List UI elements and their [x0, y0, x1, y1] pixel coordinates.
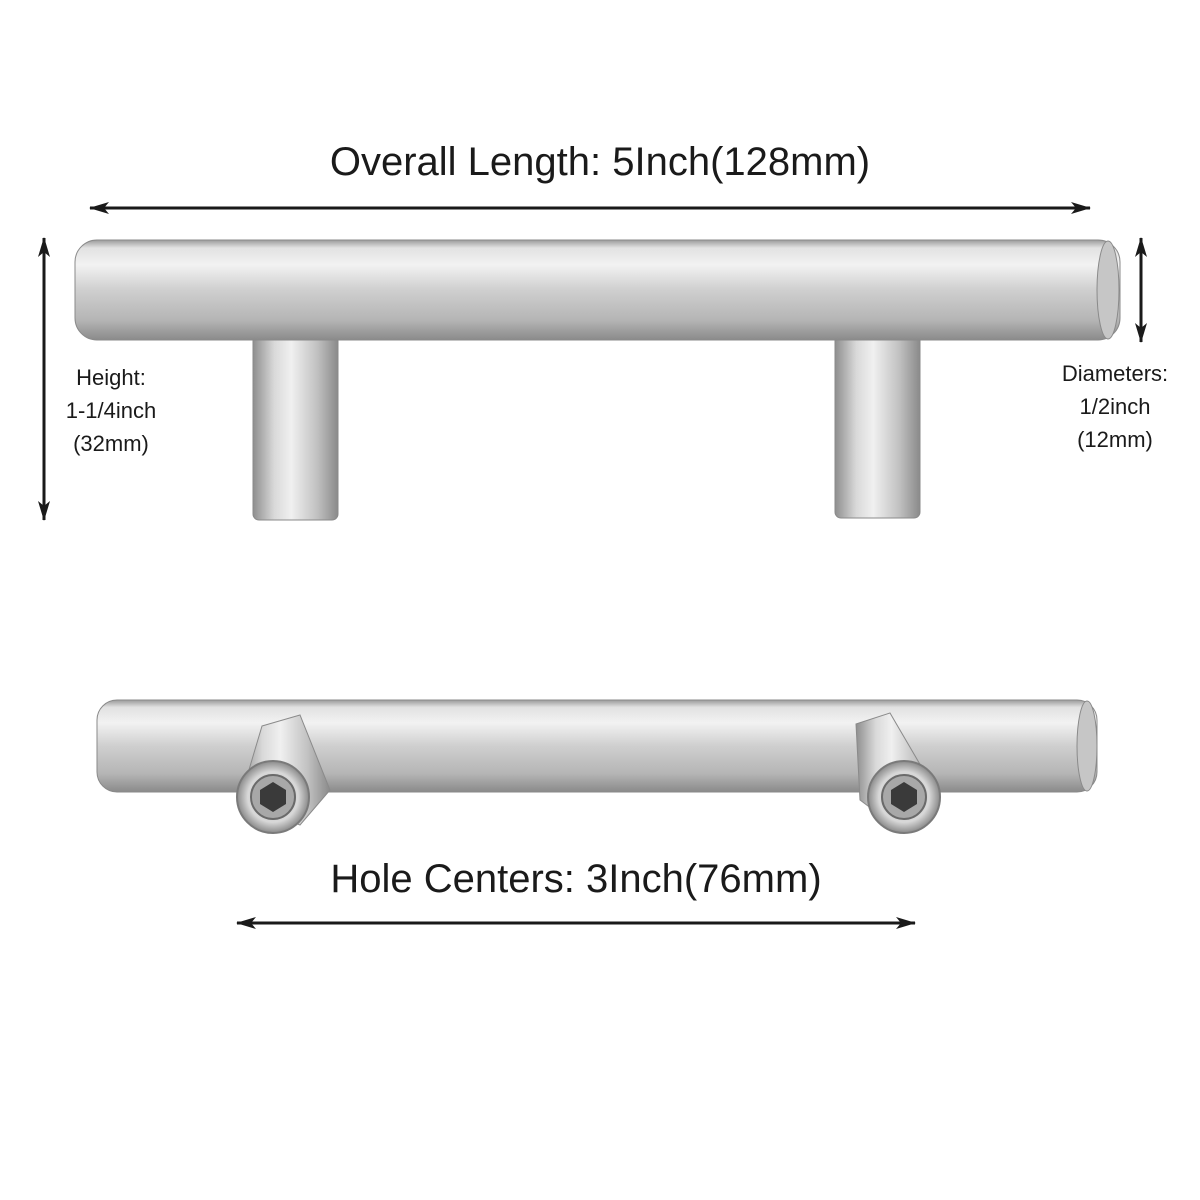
handle-side-view [74, 239, 1121, 521]
diameter-label: Diameters: 1/2inch (12mm) [1040, 357, 1190, 456]
handle-leg-left [252, 324, 339, 521]
height-label: Height: 1-1/4inch (32mm) [56, 361, 166, 460]
diameter-label-line3: (12mm) [1077, 427, 1153, 452]
handle-bottom-view [96, 699, 1098, 834]
hole-centers-label: Hole Centers: 3Inch(76mm) [330, 857, 822, 901]
height-label-line3: (32mm) [73, 431, 149, 456]
screw-hole-left-icon [236, 760, 310, 834]
handle-bar [74, 239, 1121, 341]
height-label-line1: Height: [76, 365, 146, 390]
diameter-label-line2: 1/2inch [1079, 394, 1151, 419]
handle-leg-right [834, 324, 921, 519]
screw-hole-right-icon [867, 760, 941, 834]
diameter-label-line1: Diameters: [1061, 361, 1169, 386]
overall-length-label: Overall Length: 5Inch(128mm) [329, 140, 871, 184]
height-label-line2: 1-1/4inch [65, 398, 157, 423]
